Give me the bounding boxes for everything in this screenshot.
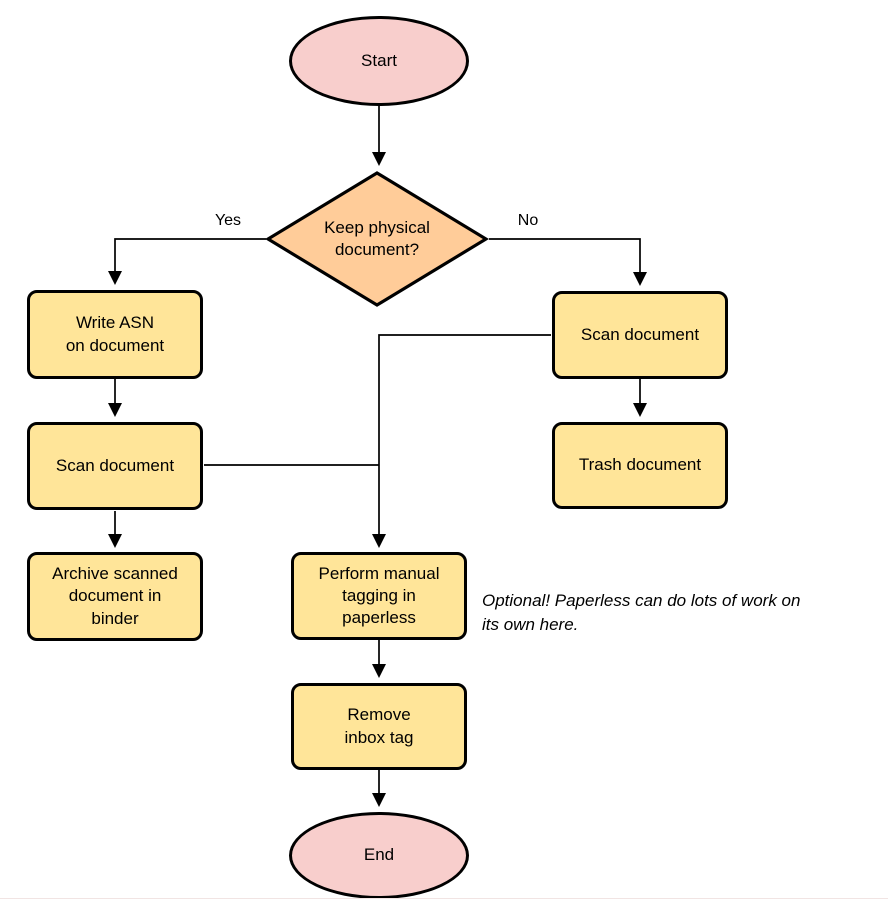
diamond-shape: [265, 171, 489, 307]
node-archive-binder: Archive scanned document in binder: [27, 552, 203, 641]
node-write-asn: Write ASN on document: [27, 290, 203, 379]
page-edge-line: [0, 898, 888, 899]
node-manual-tagging: Perform manual tagging in paperless: [291, 552, 467, 640]
decision-label: Keep physical document?: [324, 217, 430, 259]
node-end: End: [289, 812, 469, 899]
node-start: Start: [289, 16, 469, 106]
optional-note: Optional! Paperless can do lots of work …: [482, 591, 801, 634]
node-trash-document: Trash document: [552, 422, 728, 509]
node-remove-inbox-tag: Remove inbox tag: [291, 683, 467, 770]
edge-label-no: No: [507, 212, 549, 230]
node-scan-document-left: Scan document: [27, 422, 203, 510]
edge-label-yes: Yes: [205, 212, 251, 230]
edge-decision-scanright: [489, 238, 640, 284]
node-scan-document-right: Scan document: [552, 291, 728, 379]
edge-scanright-tagging: [379, 334, 551, 546]
edge-decision-writeasn: [115, 238, 266, 283]
node-decision: Keep physical document?: [265, 171, 489, 307]
